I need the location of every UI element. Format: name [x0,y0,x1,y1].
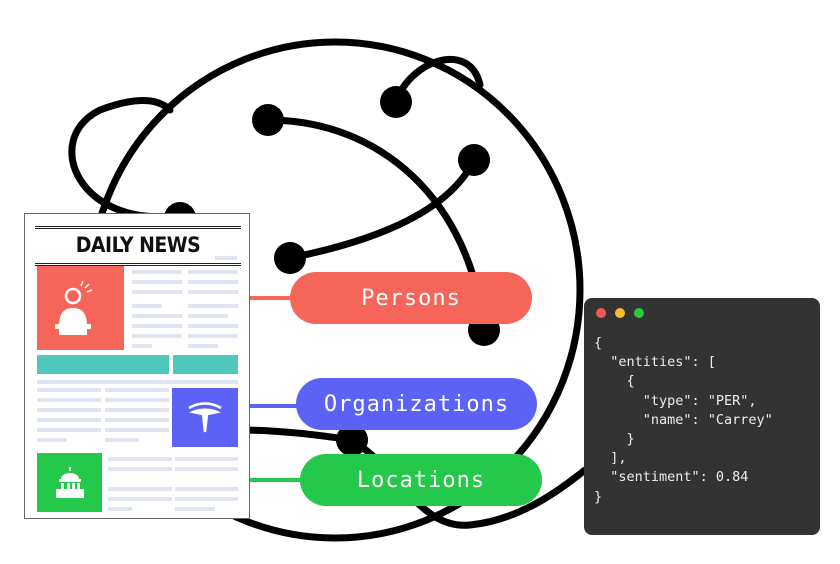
code-line: } [594,431,635,448]
code-line: { [594,335,603,351]
locations-label: Locations [300,454,542,506]
code-line: ], [594,450,627,467]
minimize-button-dot [615,308,625,318]
tesla-icon [188,401,222,432]
code-line: { [594,373,635,390]
json-code: { "entities": [ { "type": "PER", "name":… [594,334,773,507]
location-image [37,453,102,512]
speaker-icon [54,280,92,335]
code-line: "entities": [ [594,354,716,371]
code-line: "sentiment": 0.84 [594,469,749,486]
banner [173,355,238,374]
capitol-icon [55,466,84,498]
persons-label: Persons [290,272,532,324]
code-line: "name": "Carrey" [594,411,773,428]
maximize-button-dot [634,308,644,318]
organizations-label: Organizations [296,378,537,430]
newspaper-title: DAILY NEWS [35,226,241,266]
code-line: "type": "PER", [594,392,757,409]
json-output-window: { "entities": [ { "type": "PER", "name":… [584,298,820,535]
newspaper: DAILY NEWS [24,213,250,519]
person-image [37,266,124,350]
code-line: } [594,488,603,505]
close-button-dot [596,308,606,318]
banner [37,355,169,374]
organization-logo [172,388,238,447]
